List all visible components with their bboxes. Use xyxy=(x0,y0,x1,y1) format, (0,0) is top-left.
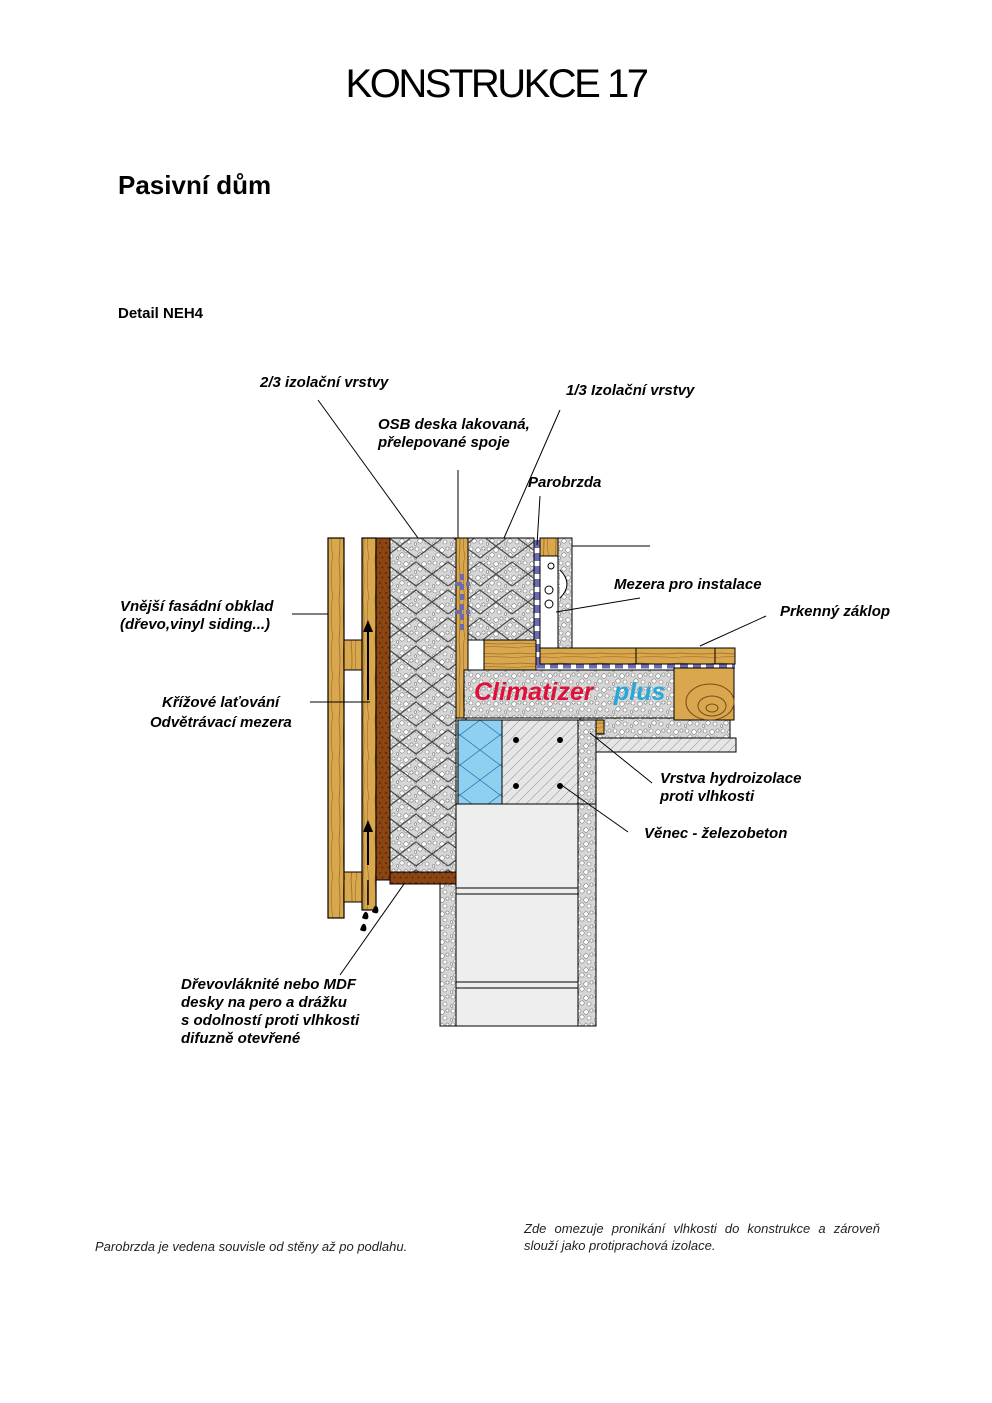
facade-cladding-board xyxy=(327,537,345,919)
label-vapor-barrier: Parobrzda xyxy=(528,474,602,491)
label-insulation-one-third: 1/3 Izolační vrstvy xyxy=(566,382,695,399)
brand-mark-plus: plus xyxy=(613,678,665,706)
brand-mark-climatizer: Climatizer xyxy=(474,678,595,706)
note-vapor-barrier-continuity: Parobrzda je vedena souvisle od stěny až… xyxy=(95,1239,408,1254)
page-title: KONSTRUKCE 17 xyxy=(345,62,649,106)
label-fiberboard-line2: desky na pero a drážku xyxy=(181,994,347,1011)
label-ring-beam: Věnec - železobeton xyxy=(644,825,788,842)
label-osb-line2: přelepované spoje xyxy=(378,434,510,451)
label-fiberboard-line4: difuzně otevřené xyxy=(181,1030,301,1047)
label-board-subfloor: Prkenný záklop xyxy=(780,603,891,620)
label-waterproofing-line1: Vrstva hydroizolace xyxy=(660,770,802,787)
label-facade-line2: (dřevo,vinyl siding...) xyxy=(120,616,271,633)
label-battens: Křížové laťování xyxy=(162,694,280,711)
leader-lines xyxy=(292,399,767,976)
vapor-barrier xyxy=(456,540,735,669)
label-facade-line1: Vnější fasádní obklad xyxy=(120,598,274,615)
blue-insulation xyxy=(457,719,503,805)
board-subfloor xyxy=(539,647,736,665)
label-osb-line1: OSB deska lakovaná, xyxy=(378,416,530,433)
bottom-fiberboard xyxy=(389,871,457,885)
label-waterproofing-line2: proti vlhkosti xyxy=(660,788,755,805)
label-fiberboard-line3: s odolností proti vlhkosti xyxy=(181,1012,360,1029)
cross-batten-bottom xyxy=(343,871,363,903)
label-insulation-two-thirds: 2/3 izolační vrstvy xyxy=(260,374,389,391)
ventilation-arrow-icons xyxy=(360,620,379,932)
note-moisture-protection: Zde omezuje pronikání vlhkosti do konstr… xyxy=(524,1221,880,1253)
cross-batten-top xyxy=(343,639,363,671)
label-fiberboard-line1: Dřevovláknité nebo MDF xyxy=(181,976,357,993)
masonry-plaster-right xyxy=(577,803,597,1027)
floor-joist xyxy=(673,667,735,721)
detail-code: Detail NEH4 xyxy=(118,305,204,322)
label-installation-gap: Mezera pro instalace xyxy=(614,576,762,593)
ring-beam xyxy=(501,719,579,805)
masonry-blocks xyxy=(455,803,579,1027)
label-ventilation-gap: Odvětrávací mezera xyxy=(150,714,292,731)
floor-insulation xyxy=(463,669,675,719)
fiberboard-layer xyxy=(375,537,391,881)
masonry-plaster-left xyxy=(439,883,457,1027)
page-subtitle: Pasivní dům xyxy=(118,170,272,200)
